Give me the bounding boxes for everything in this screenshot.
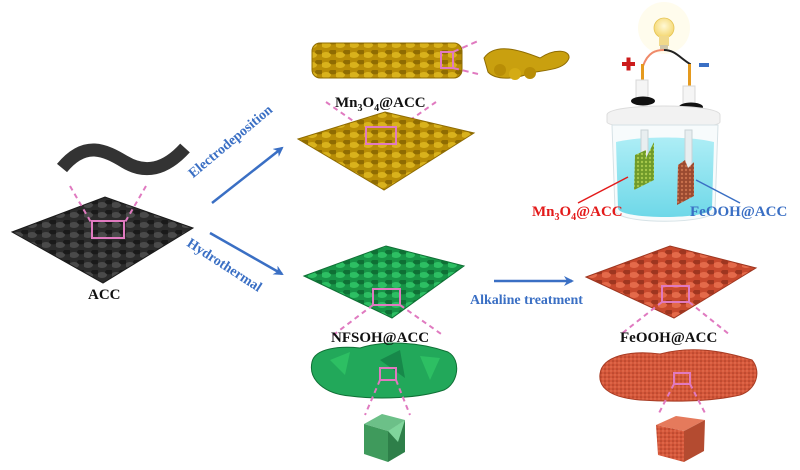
device <box>577 2 741 222</box>
mn3o4-part3: @ACC <box>379 95 426 111</box>
nfsoh-cube <box>364 414 405 462</box>
mn3o4-electrode <box>634 142 654 190</box>
mn3o4-fiber <box>311 42 463 79</box>
feooh-zoom-box <box>661 285 690 303</box>
plus-sign-icon <box>622 57 635 71</box>
feooh-cloth <box>584 245 758 319</box>
mn3o4-nanostructure <box>483 48 570 80</box>
light-bulb-icon <box>653 17 675 49</box>
acc-fiber <box>56 143 190 176</box>
label-nfsoh-acc: NFSOH@ACC <box>331 330 430 346</box>
mn3o4-fiber-zoom-box <box>440 51 454 69</box>
feooh-fiber-zoom-box <box>673 372 691 385</box>
device-mn3o4-part2: O <box>559 204 572 220</box>
arrow-electrodeposition <box>211 146 284 204</box>
mn3o4-cloth <box>296 111 476 191</box>
nfsoh-fiber-zoom-box <box>379 367 397 381</box>
label-device-feooh-acc: FeOOH@ACC <box>690 204 788 220</box>
mn3o4-fiber-zoom-lines <box>452 40 479 75</box>
label-device-mn3o4-acc: Mn3O4@ACC <box>532 204 623 223</box>
feooh-electrode <box>677 160 694 205</box>
device-mn3o4-part3: @ACC <box>576 204 623 220</box>
device-mn3o4-part1: Mn <box>532 204 555 220</box>
minus-sign-icon <box>699 63 709 67</box>
label-feooh-acc: FeOOH@ACC <box>620 330 718 346</box>
mn3o4-sub2: 4 <box>374 103 380 114</box>
nfsoh-fiber <box>310 342 458 399</box>
nfsoh-zoom-box <box>372 288 401 306</box>
label-alkaline-treatment: Alkaline treatment <box>470 293 583 308</box>
mn3o4-part2: O <box>362 95 375 111</box>
nfsoh-cloth <box>302 245 466 319</box>
mn3o4-zoom-box <box>365 126 397 145</box>
label-acc: ACC <box>88 287 121 303</box>
acc-zoom-lines <box>69 185 147 225</box>
nfsoh-fiber-zoom-lines <box>364 379 411 416</box>
device-mn3o4-sub1: 3 <box>554 212 560 223</box>
label-mn3o4-acc: Mn3O4@ACC <box>335 95 426 114</box>
feooh-fiber-zoom-lines <box>657 383 707 416</box>
acc-cloth <box>10 196 195 284</box>
feooh-cube <box>656 416 705 462</box>
device-mn3o4-sub2: 4 <box>571 212 577 223</box>
arrow-hydrothermal <box>209 231 284 276</box>
mn3o4-part1: Mn <box>335 95 358 111</box>
mn3o4-sub1: 3 <box>357 103 363 114</box>
acc-zoom-box <box>91 220 125 239</box>
feooh-fiber <box>599 349 758 402</box>
